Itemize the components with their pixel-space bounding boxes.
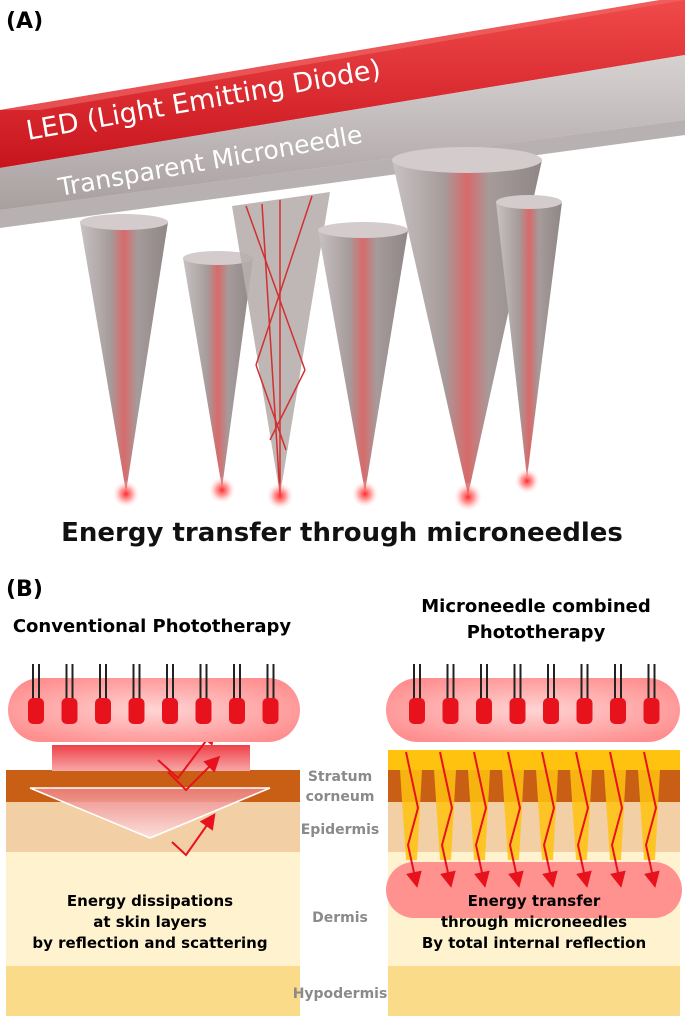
tir-ray-7 [609,751,626,888]
tir-ray-6 [575,751,592,888]
left-light-beam [52,745,250,771]
left-energy-arrow [29,787,271,839]
right-microneedle-2 [434,770,456,860]
layer-label-stratum-1: Stratum [308,769,372,785]
layer-label-epidermis: Epidermis [301,822,380,838]
panel-b-label: (B) [6,577,43,602]
microneedle-6-base [496,195,562,209]
reflection-arrow-1 [157,728,216,780]
left-led-5 [162,698,178,724]
microneedle-array [80,147,562,496]
tir-ray-5 [541,751,558,888]
scatter-arrow [171,813,216,857]
right-microneedle-5 [536,770,558,860]
left-led-6 [195,698,212,724]
microneedle-2 [183,258,253,488]
right-stratum-corneum [388,770,680,802]
tip-glow-1 [112,480,140,508]
left-hypodermis [6,966,300,1016]
conventional-title: Conventional Phototherapy [13,616,292,637]
total-internal-reflection-rays [405,751,660,888]
panel-a-caption: Energy transfer through microneedles [61,518,623,548]
microneedle-base-plate [0,55,685,210]
left-led-7 [229,698,245,724]
microneedle-title-line-2: Phototherapy [467,622,606,643]
tir-ray-4 [507,751,524,888]
right-led-1 [409,698,425,724]
right-led-6 [576,698,593,724]
reflection-arrow-2 [167,755,221,792]
right-note-line-1: Energy transfer [468,892,601,910]
microneedle-4-base [318,222,408,238]
right-note-line-3: By total internal reflection [422,934,646,952]
tip-glow-5 [453,482,483,512]
microneedle-1 [80,222,168,492]
left-dermis [6,852,300,966]
panel-a-label: (A) [6,9,43,34]
left-led-3 [95,698,111,724]
right-epidermis [388,802,680,852]
microneedle-3-refraction [232,192,330,495]
microneedle-plate-edge [0,120,685,228]
led-slab [0,0,685,168]
tir-ray-1 [405,751,422,888]
left-note-line-3: by reflection and scattering [32,934,267,952]
right-led-housing [386,678,680,742]
needle-tip-glows [112,468,540,512]
led-slab-top [0,0,685,110]
panel-a: (A) LED (Light Emitting Diode) Transpare… [0,0,685,548]
left-led-4 [128,698,145,724]
tir-ray-2 [439,751,456,888]
microneedle-title-line-1: Microneedle combined [421,596,651,617]
tip-glow-2 [208,476,236,504]
right-led-5 [543,698,559,724]
right-microneedle-8 [638,770,660,860]
right-microneedle-3 [468,770,490,860]
right-led-7 [610,698,626,724]
refraction-ray-lines [245,195,313,496]
right-led-units [409,664,660,724]
microneedle-6 [496,202,562,478]
right-led-8 [643,698,660,724]
tir-ray-8 [643,751,660,888]
right-microneedle-6 [570,770,592,860]
tip-glow-6 [514,468,540,494]
right-led-4 [509,698,526,724]
right-microneedle-4 [502,770,524,860]
left-led-housing [8,678,300,742]
left-led-array [8,664,300,742]
layer-label-dermis: Dermis [312,910,368,926]
right-dermis-glow [386,862,682,918]
left-note-line-1: Energy dissipations [67,892,233,910]
tip-glow-4 [351,480,379,508]
left-led-8 [262,698,279,724]
right-microneedles [400,770,660,860]
microneedle-2-base [183,251,253,265]
right-led-2 [442,698,459,724]
right-led-3 [476,698,492,724]
right-microneedle-1 [400,770,422,860]
left-led-1 [28,698,44,724]
conventional-skin-stack [6,728,300,1016]
microneedle-5-base [392,147,542,173]
microneedle-1-base [80,214,168,230]
tip-glow-3 [266,482,294,510]
right-led-array [386,664,680,742]
microneedle-4 [318,230,408,492]
left-led-units [28,664,279,724]
layer-label-hypodermis: Hypodermis [293,986,388,1002]
panel-b: (B) Conventional Phototherapy Microneedl… [6,577,682,1016]
right-microneedle-7 [604,770,626,860]
microneedle-skin-stack [386,750,682,1016]
left-led-2 [61,698,78,724]
right-microneedle-base [388,750,680,770]
right-hypodermis [388,966,680,1016]
layer-label-stratum-2: corneum [306,789,375,805]
left-note-line-2: at skin layers [93,913,207,931]
tir-ray-3 [473,751,490,888]
right-note-line-2: through microneedles [441,913,627,931]
